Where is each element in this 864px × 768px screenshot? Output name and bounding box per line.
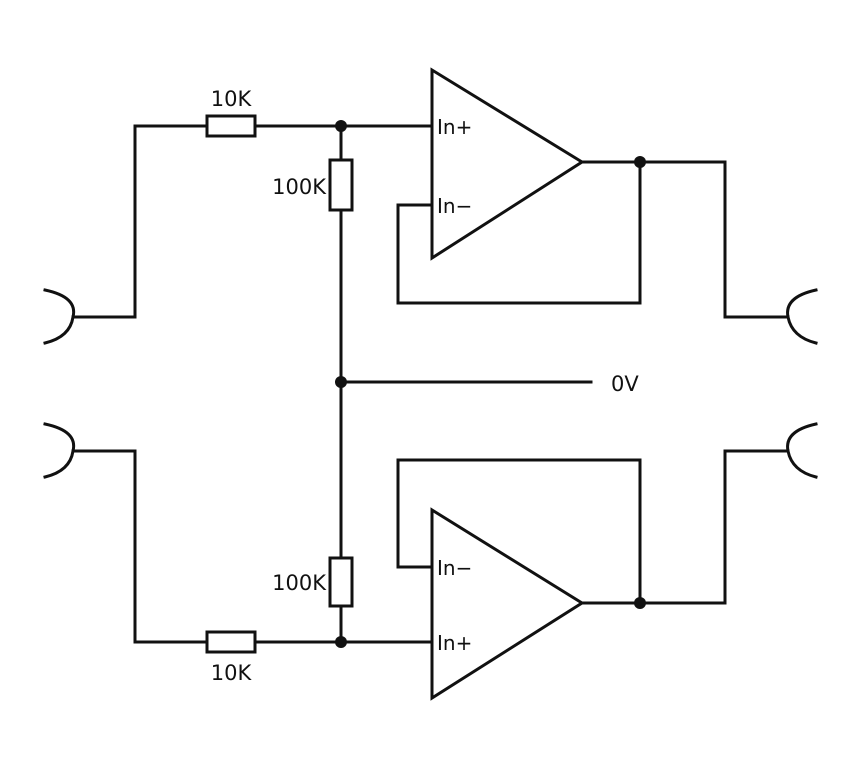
output-jack-bottom bbox=[786, 422, 818, 479]
bottom-input-wire bbox=[71, 449, 209, 644]
ground-label: 0V bbox=[611, 372, 639, 396]
resistor-10k-bottom-label: 10K bbox=[211, 661, 253, 685]
junction-dot bbox=[335, 120, 347, 132]
junction-dot bbox=[335, 376, 347, 388]
resistor-100k-bottom-label: 100K bbox=[272, 571, 327, 595]
opamp-top-in-plus-label: In+ bbox=[437, 115, 472, 139]
top-feedback-wire bbox=[396, 160, 642, 305]
bottom-output-wire bbox=[580, 449, 790, 605]
input-jack-top bbox=[43, 288, 76, 345]
top-input-wire bbox=[71, 124, 209, 319]
opamp-top-in-minus-label: In− bbox=[437, 194, 472, 218]
opamp-bottom-in-plus-label: In+ bbox=[437, 631, 472, 655]
opamp-top bbox=[430, 67, 585, 261]
junction-dot bbox=[634, 597, 646, 609]
bottom-feedback-wire bbox=[396, 458, 642, 605]
input-jack-bottom bbox=[43, 422, 76, 479]
top-output-wire bbox=[580, 160, 790, 319]
resistor-100k-top bbox=[328, 158, 354, 212]
opamp-bottom-in-minus-label: In− bbox=[437, 556, 472, 580]
resistor-10k-top-label: 10K bbox=[211, 87, 253, 111]
opamp-bottom bbox=[430, 507, 585, 701]
output-jack-top bbox=[786, 288, 818, 345]
resistor-10k-bottom bbox=[205, 630, 257, 654]
junction-dot bbox=[634, 156, 646, 168]
resistor-100k-bottom bbox=[328, 556, 354, 608]
junction-dot bbox=[335, 636, 347, 648]
resistor-10k-top bbox=[205, 114, 257, 138]
resistor-100k-top-label: 100K bbox=[272, 175, 327, 199]
